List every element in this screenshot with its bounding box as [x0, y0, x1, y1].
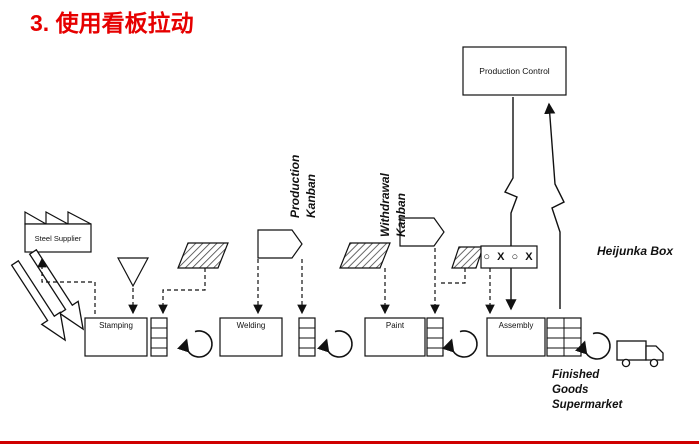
kanban-flow-arrow-3 [158, 268, 206, 315]
kanban-flow-arrow-1 [37, 257, 96, 314]
withdrawal-loop-icon-3 [442, 330, 478, 358]
steel-supplier-box [24, 223, 92, 253]
process-box-assembly [486, 317, 546, 357]
finished-goods-label: Finished Goods Supermarket [552, 368, 622, 413]
electronic-info-arrow-down-icon [503, 97, 518, 311]
inventory-triangle-icon [116, 257, 150, 288]
bottom-accent-line [0, 441, 699, 444]
signal-kanban-icon-3 [451, 246, 484, 269]
kanban-flow-connector-9 [440, 268, 466, 284]
withdrawal-kanban-label-line1: Withdrawal [378, 173, 392, 237]
supermarket-icon-1 [150, 317, 168, 357]
withdrawal-loop-icon-1 [177, 330, 213, 358]
production-kanban-icon [257, 229, 303, 259]
process-label-assembly: Assembly [498, 321, 534, 330]
supermarket-icon-3 [426, 317, 444, 357]
heijunka-pattern: ○ X ○ X [483, 251, 535, 263]
electronic-info-arrow-up-icon [544, 102, 565, 309]
withdrawal-kanban-label-line2: Kanban [394, 192, 408, 237]
process-box-paint [364, 317, 426, 357]
withdrawal-loop-icon-4 [575, 332, 611, 360]
process-label-paint: Paint [385, 321, 405, 330]
process-box-stamping [84, 317, 148, 357]
finished-goods-supermarket-icon [546, 317, 582, 357]
page-title: 3. 使用看板拉动 [30, 10, 194, 36]
process-box-welding [219, 317, 283, 357]
withdrawal-kanban-icon [399, 217, 445, 247]
truck-icon [616, 340, 664, 368]
withdrawal-kanban-label: Withdrawal Kanban [377, 173, 409, 237]
production-kanban-label-line2: Kanban [304, 173, 318, 218]
steel-supplier-label: Steel Supplier [34, 233, 82, 243]
process-label-welding: Welding [236, 321, 266, 330]
finished-goods-label-line2: Goods [552, 384, 589, 396]
shipment-arrow-icon-2 [10, 259, 67, 342]
signal-kanban-icon-1 [177, 242, 229, 269]
heijunka-box-label: Heijunka Box [597, 244, 674, 258]
production-control-box [462, 46, 567, 96]
supermarket-icon-2 [298, 317, 316, 357]
production-control-label: Production Control [479, 66, 550, 76]
production-kanban-label: Production Kanban [287, 155, 319, 218]
finished-goods-label-line3: Supermarket [552, 399, 623, 411]
production-kanban-label-line1: Production [288, 154, 302, 218]
factory-roof-icon [24, 210, 92, 226]
withdrawal-loop-icon-2 [317, 330, 353, 358]
heijunka-box-icon [480, 245, 538, 269]
signal-kanban-icon-2 [339, 242, 391, 269]
shipment-arrow-icon-1 [28, 248, 85, 331]
process-label-stamping: Stamping [99, 321, 133, 330]
finished-goods-label-line1: Finished [552, 369, 600, 381]
